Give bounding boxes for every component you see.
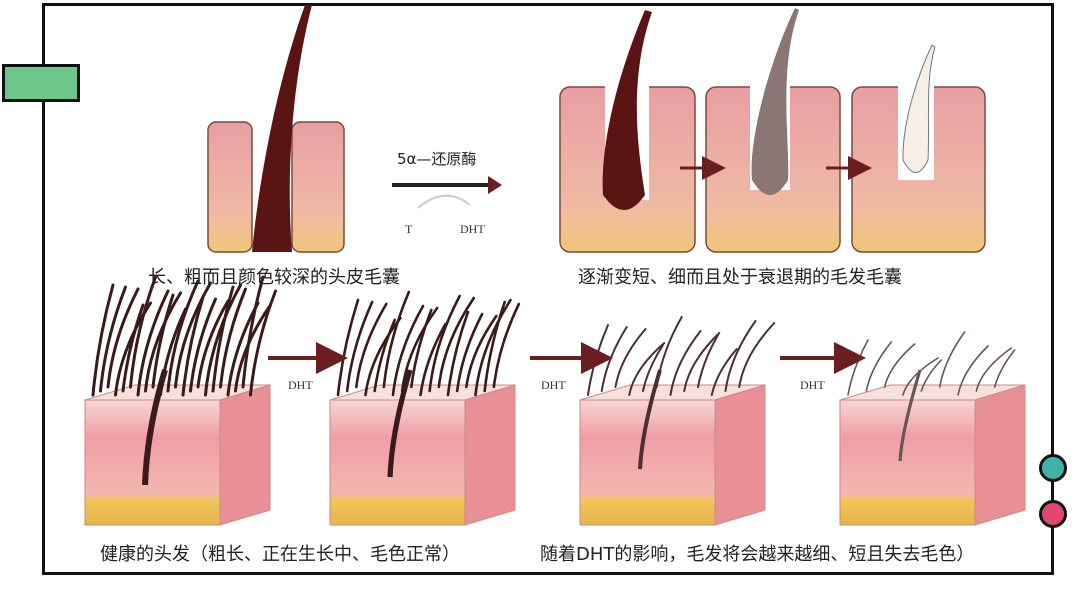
hair-strand bbox=[455, 312, 484, 393]
hair-strand bbox=[196, 299, 230, 389]
hair-strand bbox=[614, 328, 647, 388]
hair-strand bbox=[144, 291, 182, 393]
hair-strand bbox=[993, 349, 1016, 388]
hair-strand bbox=[446, 310, 470, 397]
hair-strand bbox=[738, 322, 776, 388]
cube-side bbox=[464, 384, 516, 526]
hair-root bbox=[898, 369, 922, 462]
bottom-right-caption: 随着DHT的影响，毛发将会越来越细、短且失去毛色） bbox=[540, 544, 975, 565]
hair-strand bbox=[865, 341, 893, 392]
hair-strand bbox=[204, 283, 242, 397]
decorative-tag bbox=[2, 64, 80, 102]
scalp-cubes bbox=[84, 275, 1026, 526]
hair-strand bbox=[642, 344, 664, 392]
top-right-caption: 逐渐变短、细而且处于衰退期的毛发毛囊 bbox=[578, 267, 902, 288]
hair-strand bbox=[211, 285, 235, 393]
hair-strand bbox=[655, 316, 683, 388]
hair-strand bbox=[437, 296, 476, 389]
cube-side bbox=[974, 384, 1026, 526]
hair-strand bbox=[174, 281, 212, 389]
pink-dot bbox=[1039, 500, 1067, 528]
cube-side bbox=[714, 384, 766, 526]
hair-strand bbox=[391, 304, 425, 397]
hair-strand bbox=[465, 314, 498, 389]
hair-strand bbox=[710, 348, 738, 396]
hair-strand bbox=[241, 275, 265, 389]
hair-strand bbox=[400, 306, 439, 393]
diagram-frame bbox=[42, 3, 1054, 575]
teal-dot bbox=[1039, 454, 1067, 482]
hair-strand bbox=[91, 283, 115, 397]
hair-strand bbox=[474, 298, 512, 397]
hair-root bbox=[142, 369, 168, 486]
healthy-follicle bbox=[207, 5, 345, 253]
shrinking-follicles bbox=[559, 8, 986, 253]
hair-strand bbox=[129, 275, 157, 389]
enzyme-arrow bbox=[392, 176, 502, 209]
hair-strand bbox=[181, 295, 205, 397]
dht-label: DHT bbox=[460, 222, 485, 236]
hair-strand bbox=[428, 294, 461, 393]
hair-strand bbox=[219, 287, 247, 389]
bottom-left-caption: 健康的头发（粗长、正在生长中、毛色正常） bbox=[100, 544, 460, 565]
hair-strand bbox=[628, 342, 666, 396]
hair-strand bbox=[249, 289, 277, 397]
hair-strand bbox=[373, 318, 396, 393]
enzyme-label: 5α—还原酶 bbox=[397, 150, 477, 168]
arrow-label-3: DHT bbox=[800, 378, 825, 392]
hair-root bbox=[387, 369, 413, 478]
hair-strand bbox=[345, 300, 374, 393]
hair-strand bbox=[724, 320, 757, 392]
cube-side bbox=[219, 384, 271, 526]
hair-strand bbox=[847, 339, 869, 396]
hair-strand bbox=[938, 331, 966, 388]
hair-strand bbox=[364, 316, 402, 397]
t-label: T bbox=[405, 222, 413, 236]
hair-strand bbox=[902, 357, 939, 396]
hair-strand bbox=[166, 279, 200, 393]
hair-root bbox=[638, 369, 662, 470]
hair-strand bbox=[920, 359, 943, 392]
arrow-label-1: DHT bbox=[288, 378, 313, 392]
hair-strand bbox=[697, 334, 719, 388]
hair-strand bbox=[136, 289, 170, 397]
hair-strand bbox=[975, 347, 1013, 392]
hair-strand bbox=[683, 332, 721, 392]
hair-strand bbox=[151, 293, 175, 389]
hair-strand bbox=[669, 330, 702, 396]
hair-strand bbox=[382, 290, 411, 389]
hair-strand bbox=[99, 285, 127, 393]
hair-strand bbox=[355, 302, 388, 389]
hair-strand bbox=[483, 300, 506, 393]
hair-strand bbox=[189, 297, 217, 393]
hair-strand bbox=[883, 343, 916, 388]
hair-strand bbox=[419, 322, 447, 397]
hair-strand bbox=[121, 303, 145, 393]
hair-strand bbox=[410, 308, 433, 389]
hair-strand bbox=[106, 287, 140, 389]
hair-strand bbox=[492, 302, 521, 389]
hair-strand bbox=[600, 326, 628, 392]
hair-strand bbox=[957, 345, 989, 396]
arrow-label-2: DHT bbox=[541, 378, 566, 392]
top-left-caption: 长、粗而且颜色较深的头皮毛囊 bbox=[148, 267, 400, 288]
